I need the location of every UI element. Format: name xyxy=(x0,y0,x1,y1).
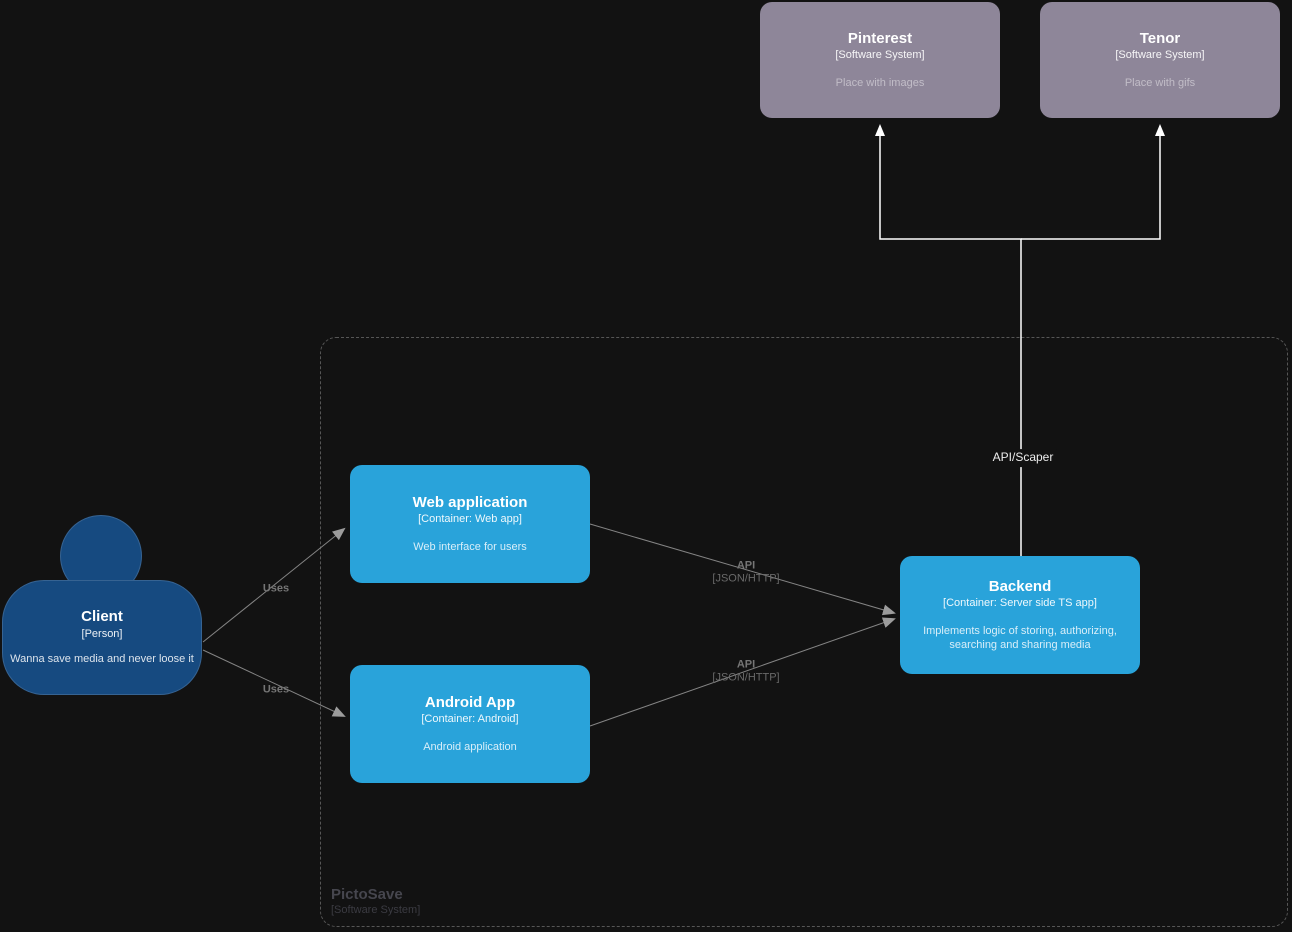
node-description: Web interface for users xyxy=(413,540,527,553)
edge-backend-tenor xyxy=(1021,124,1165,240)
node-subtitle: [Container: Server side TS app] xyxy=(943,597,1097,610)
node-title: Pinterest xyxy=(847,29,913,47)
node-description: Android application xyxy=(423,740,517,753)
edge-label-uses-android: Uses xyxy=(262,683,290,696)
node-description: Place with images xyxy=(835,76,925,89)
edge-label-api-web: API [JSON/HTTP] xyxy=(712,559,780,584)
node-android-app[interactable]: Android App [Container: Android] Android… xyxy=(350,665,590,783)
node-subtitle: [Container: Web app] xyxy=(418,513,522,526)
node-subtitle: [Person] xyxy=(81,627,123,640)
node-description: Place with gifs xyxy=(1124,76,1196,89)
system-boundary-pictosave xyxy=(320,337,1288,927)
node-subtitle: [Software System] xyxy=(835,49,925,62)
node-description: Implements logic of storing, authorizing… xyxy=(923,624,1117,651)
node-subtitle: [Software System] xyxy=(1115,49,1205,62)
node-pinterest[interactable]: Pinterest [Software System] Place with i… xyxy=(760,2,1000,118)
edge-label-uses-web: Uses xyxy=(262,582,290,595)
node-description: Wanna save media and never loose it xyxy=(10,653,194,666)
node-title: Web application xyxy=(412,493,528,511)
node-title: Android App xyxy=(424,693,516,711)
node-client[interactable]: Client [Person] Wanna save media and nev… xyxy=(2,580,202,695)
edge-label-api-scaper: API/Scaper xyxy=(989,449,1057,467)
node-backend[interactable]: Backend [Container: Server side TS app] … xyxy=(900,556,1140,674)
boundary-title: PictoSave xyxy=(331,886,403,903)
node-tenor[interactable]: Tenor [Software System] Place with gifs xyxy=(1040,2,1280,118)
node-title: Tenor xyxy=(1139,29,1181,47)
boundary-label: PictoSave [Software System] xyxy=(331,886,420,917)
node-web-application[interactable]: Web application [Container: Web app] Web… xyxy=(350,465,590,583)
node-subtitle: [Container: Android] xyxy=(421,713,519,726)
boundary-subtitle: [Software System] xyxy=(331,904,421,916)
node-title: Backend xyxy=(988,577,1052,595)
node-title: Client xyxy=(81,608,123,626)
edge-label-api-android: API [JSON/HTTP] xyxy=(712,658,780,683)
